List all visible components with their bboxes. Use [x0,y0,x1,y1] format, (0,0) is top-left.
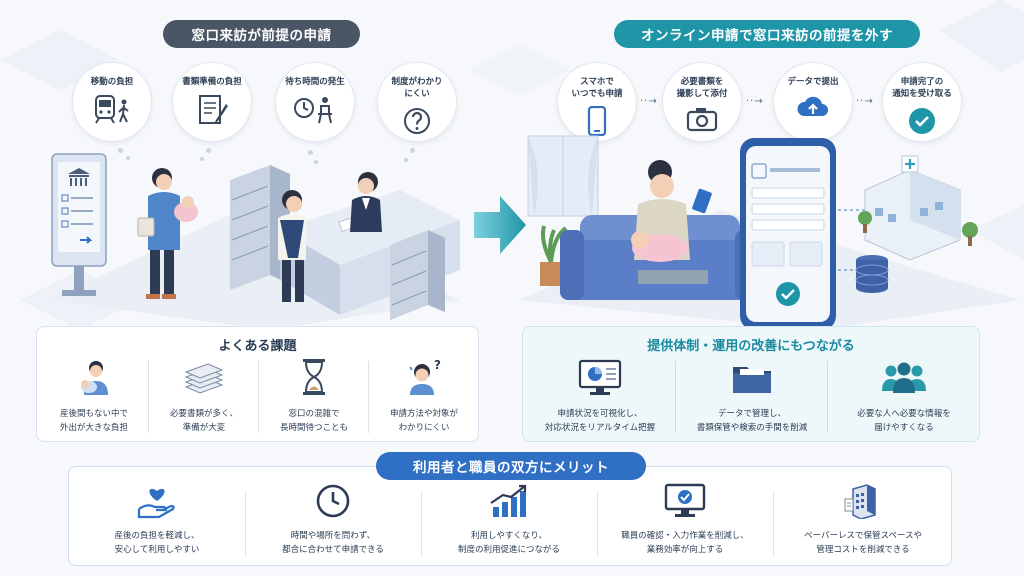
issue-congestion: 窓口の混雑で 長時間待つことも [262,357,366,435]
merit-staff-efficiency: 職員の確認・入力作業を削減し、 業務効率が向上する [599,483,771,557]
merit-label: 利用しやすくなり、 制度の利用促進につながる [457,531,560,555]
step-arrow-2: ··→ [746,96,764,107]
question-icon [402,106,432,140]
paper-stack-icon [182,357,226,401]
step-label: 申請完了の 通知を受け取る [892,77,952,99]
step-label: 必要書類を 撮影して添付 [676,77,728,99]
bubble-system-unclear: 制度がわかり にくい [377,62,457,142]
bubble-label: 制度がわかり にくい [391,77,443,99]
step-label: データで提出 [787,77,839,87]
bubble-document-burden: 書類準備の負担 [172,62,252,142]
merit-label: ペーパーレスで保管スペースや 管理コストを削減できる [804,531,922,555]
clock-icon [315,483,351,523]
bubble-waiting-time: 待ち時間の発生 [275,62,355,142]
step-camera: 必要書類を 撮影して添付 [662,62,742,142]
merit-label: 時間や場所を問わず、 都合に合わせて申請できる [282,531,384,555]
clock-person-icon [293,94,337,128]
bubble-travel-burden: 移動の負担 [72,62,152,142]
mother-baby-icon [74,357,114,401]
office-counter-illustration [50,153,460,330]
step-arrow-3: ··→ [856,96,874,107]
step-arrow-1: ··→ [640,96,658,107]
cloud-upload-icon [795,94,831,126]
svg-text:?: ? [434,358,441,372]
confused-person-icon: ? [404,357,444,401]
improve-label: データで管理し、 書類保管や検索の手間を削減 [696,409,808,433]
paperless-building-icon [841,483,885,523]
improve-title: 提供体制・運用の改善にもつながる [647,339,855,354]
service-improvement-panel: 提供体制・運用の改善にもつながる 申請状況を可視化し、 対応状況をリアルタイム把… [522,326,980,442]
improve-visualize: 申請状況を可視化し、 対応状況をリアルタイム把握 [525,359,675,435]
step-smartphone: スマホで いつでも申請 [557,62,637,142]
merit-title: 利用者と職員の双方にメリット [376,452,646,480]
issue-unclear: ? 申請方法や対象が わかりにくい [372,357,476,435]
right-heading: オンライン申請で窓口来訪の前提を外す [614,20,920,48]
online-application-illustration [520,135,1020,330]
improve-information: 必要な人へ必要な情報を 届けやすくなる [829,359,979,435]
bubble-label: 移動の負担 [90,77,134,87]
issue-postpartum: 産後間もない中で 外出が大きな負担 [42,357,146,435]
issue-label: 産後間もない中で 外出が大きな負担 [59,409,128,433]
step-data-submit: データで提出 [773,62,853,142]
document-pen-icon [192,94,232,130]
check-circle-icon [907,106,937,140]
merit-panel: 産後の負担を軽減し、 安心して利用しやすい 時間や場所を問わず、 都合に合わせて… [68,466,952,566]
improve-label: 申請状況を可視化し、 対応状況をリアルタイム把握 [544,409,656,433]
folder-icon [730,359,774,401]
bubble-label: 待ち時間の発生 [285,77,345,87]
bubble-label: 書類準備の負担 [182,77,242,87]
merit-paperless: ペーパーレスで保管スペースや 管理コストを削減できる [775,483,951,557]
merit-reduce-burden: 産後の負担を軽減し、 安心して利用しやすい [71,483,243,557]
left-heading: 窓口来訪が前提の申請 [163,20,360,48]
camera-icon [686,106,718,136]
people-group-icon [879,359,929,401]
train-walk-icon [92,94,132,128]
issue-documents: 必要書類が多く、 準備が大変 [152,357,256,435]
step-completion-notice: 申請完了の 通知を受け取る [882,62,962,142]
issue-label: 申請方法や対象が わかりにくい [389,409,458,433]
merit-label: 産後の負担を軽減し、 安心して利用しやすい [114,531,200,555]
growth-chart-icon [487,483,531,523]
merit-label: 職員の確認・入力作業を削減し、 業務効率が向上する [621,531,749,555]
heart-hand-icon [135,483,179,523]
merit-anytime: 時間や場所を問わず、 都合に合わせて申請できる [247,483,419,557]
common-issues-panel: よくある課題 産後間もない中で 外出が大きな負担 必要書類が多く、 準備が大変 … [36,326,479,442]
issues-title: よくある課題 [218,339,297,354]
improve-data-management: データで管理し、 書類保管や検索の手間を削減 [677,359,827,435]
monitor-check-icon [663,483,707,523]
merit-usage-promotion: 利用しやすくなり、 制度の利用促進につながる [423,483,595,557]
monitor-chart-icon [578,359,622,401]
smartphone-icon [587,105,607,140]
issue-label: 窓口の混雑で 長時間待つことも [279,409,348,433]
transition-arrow-icon [474,196,526,254]
issue-label: 必要書類が多く、 準備が大変 [169,409,238,433]
improve-label: 必要な人へ必要な情報を 届けやすくなる [857,409,951,433]
hourglass-icon [299,357,329,401]
step-label: スマホで いつでも申請 [571,77,623,99]
